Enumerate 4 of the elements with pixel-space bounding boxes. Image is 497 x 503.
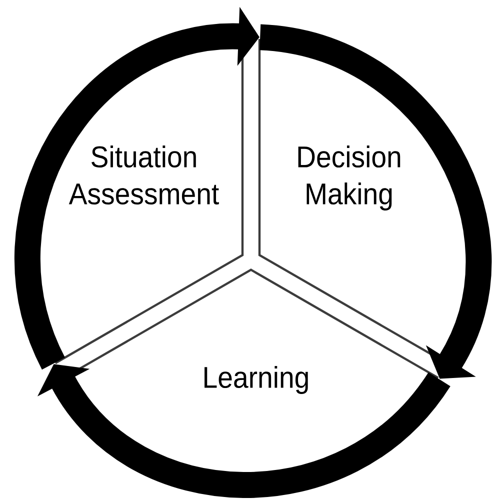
circle-sector: Situation Assessment: [54, 39, 244, 364]
circle-sector: Decision Making: [258, 39, 448, 364]
curved-arrow: [37, 364, 450, 498]
curved-arrow: [258, 24, 492, 379]
